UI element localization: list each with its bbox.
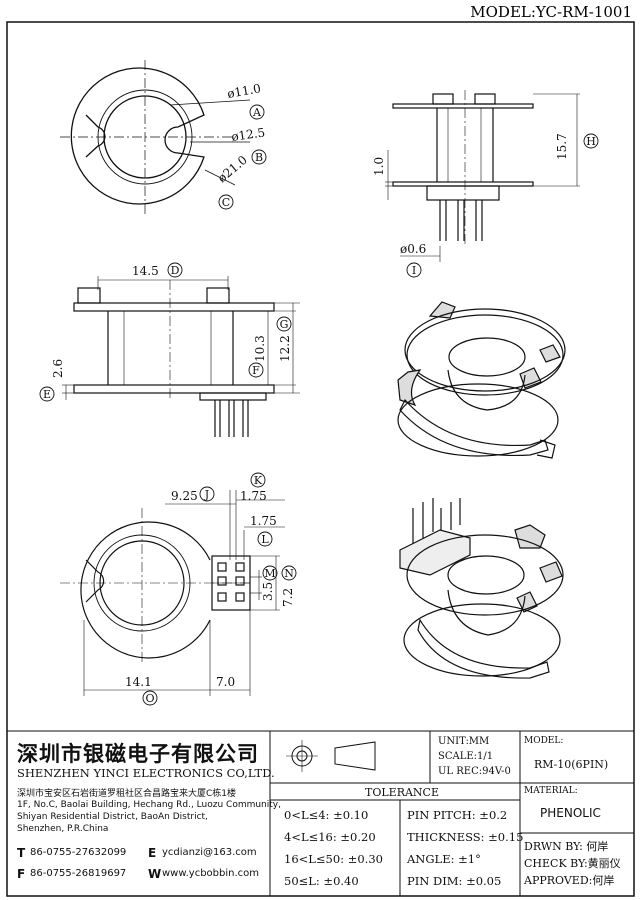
tolerance-left-0: 0<L≤4: ±0.10 <box>284 808 369 822</box>
model-value: RM-10(6PIN) <box>534 758 609 771</box>
web-label: W <box>148 867 162 881</box>
dim-d-K: 1.75 <box>240 489 267 503</box>
dim-d-L: 1.75 <box>250 514 277 528</box>
dim-d-M: 3.5 <box>261 582 275 601</box>
marker-F: F <box>248 362 264 378</box>
model-label: MODEL: <box>524 736 564 746</box>
side-view <box>385 90 580 262</box>
isometric-view-1 <box>397 301 566 459</box>
svg-text:A: A <box>252 106 262 119</box>
svg-text:C: C <box>222 196 230 209</box>
phone-label: T <box>17 846 26 860</box>
tolerance-right-0: PIN PITCH: ±0.2 <box>407 808 508 822</box>
svg-text:L: L <box>261 533 269 546</box>
unit: UNIT:MM <box>438 736 490 747</box>
marker-D: D <box>167 262 183 278</box>
web-value: www.ycbobbin.com <box>162 868 260 879</box>
model-title: MODEL:YC-RM-1001 <box>470 3 632 21</box>
dim-bottom-7: 7.0 <box>216 675 235 689</box>
tolerance-left-1: 4<L≤16: ±0.20 <box>284 830 376 844</box>
check-by: CHECK BY:黄丽仪 <box>524 857 621 870</box>
svg-text:B: B <box>255 151 263 164</box>
email-value: ycdianzi@163.com <box>162 847 257 858</box>
svg-text:N: N <box>284 567 294 580</box>
svg-text:O: O <box>145 692 154 705</box>
phone-value: 86-0755-27632099 <box>30 847 127 858</box>
marker-A: A <box>249 104 265 120</box>
marker-K: K <box>250 472 266 488</box>
tolerance-left-3: 50≤L: ±0.40 <box>284 874 359 888</box>
svg-text:E: E <box>43 388 51 401</box>
marker-N: N <box>281 565 297 581</box>
dim-d-N: 7.2 <box>281 588 295 607</box>
tolerance-left-2: 16<L≤50: ±0.30 <box>284 852 383 866</box>
marker-E: E <box>39 386 55 402</box>
fax-label: F <box>17 867 26 881</box>
scale: SCALE:1/1 <box>438 751 494 762</box>
isometric-view-2 <box>399 498 564 679</box>
company-name-en: SHENZHEN YINCI ELECTRONICS CO,LTD. <box>17 766 275 780</box>
dim-d-E: 2.6 <box>51 359 65 378</box>
email-label: E <box>148 846 157 860</box>
dim-d-O: 14.1 <box>125 675 152 689</box>
svg-text:H: H <box>586 135 596 148</box>
svg-text:J: J <box>204 488 209 501</box>
dim-d-A: ø11.0 <box>226 81 262 101</box>
marker-L: L <box>257 531 273 547</box>
company-name-cn: 深圳市银磁电子有限公司 <box>17 741 259 766</box>
svg-text:K: K <box>254 474 263 487</box>
marker-B: B <box>251 149 267 165</box>
dim-d-D: 14.5 <box>132 264 159 278</box>
top-view <box>60 60 251 215</box>
material-label: MATERIAL: <box>524 786 578 796</box>
material-value: PHENOLIC <box>540 806 601 820</box>
dim-d-H: 15.7 <box>555 133 569 160</box>
drawing-frame <box>6 21 635 897</box>
dim-d-B: ø12.5 <box>230 125 266 144</box>
tolerance-right-1: THICKNESS: ±0.15 <box>407 830 524 844</box>
marker-M: M <box>262 565 278 581</box>
marker-G: G <box>276 316 292 332</box>
front-view <box>62 276 300 437</box>
address-en-3: Shenzhen, P.R.China <box>17 824 109 834</box>
ul-rec: UL REC:94V-0 <box>438 766 511 777</box>
title-block <box>7 730 634 896</box>
svg-text:G: G <box>280 318 289 331</box>
marker-I: I <box>406 262 422 278</box>
tolerance-right-3: PIN DIM: ±0.05 <box>407 874 502 888</box>
dim-d-I: ø0.6 <box>400 242 426 256</box>
marker-C: C <box>218 194 234 210</box>
tolerance-title: TOLERANCE <box>365 786 439 799</box>
svg-text:D: D <box>171 264 180 277</box>
marker-H: H <box>583 133 599 149</box>
marker-J: J <box>199 486 215 502</box>
dim-d-J: 9.25 <box>171 489 198 503</box>
svg-text:I: I <box>412 264 416 277</box>
bottom-view <box>60 490 285 696</box>
tolerance-right-2: ANGLE: ±1° <box>407 852 481 866</box>
marker-O: O <box>142 690 158 706</box>
dim-d-C: ø21.0 <box>215 153 250 186</box>
fax-value: 86-0755-26819697 <box>30 868 127 879</box>
dim-d-G: 12.2 <box>278 335 292 362</box>
dim-d-F: 10.3 <box>253 335 267 362</box>
address-en-2: Shiyan Residential District, BaoAn Distr… <box>17 812 208 822</box>
svg-text:M: M <box>264 567 275 580</box>
address-cn: 深圳市宝安区石岩街道罗租社区合昌路宝来大厦C栋1楼 <box>17 789 237 799</box>
approved: APPROVED:何岸 <box>524 874 615 887</box>
svg-text:F: F <box>252 364 260 377</box>
drawn-by: DRWN BY: 何岸 <box>524 840 609 853</box>
address-en-1: 1F, No.C, Baolai Building, Hechang Rd., … <box>17 800 281 810</box>
dim-side-1: 1.0 <box>372 157 386 176</box>
